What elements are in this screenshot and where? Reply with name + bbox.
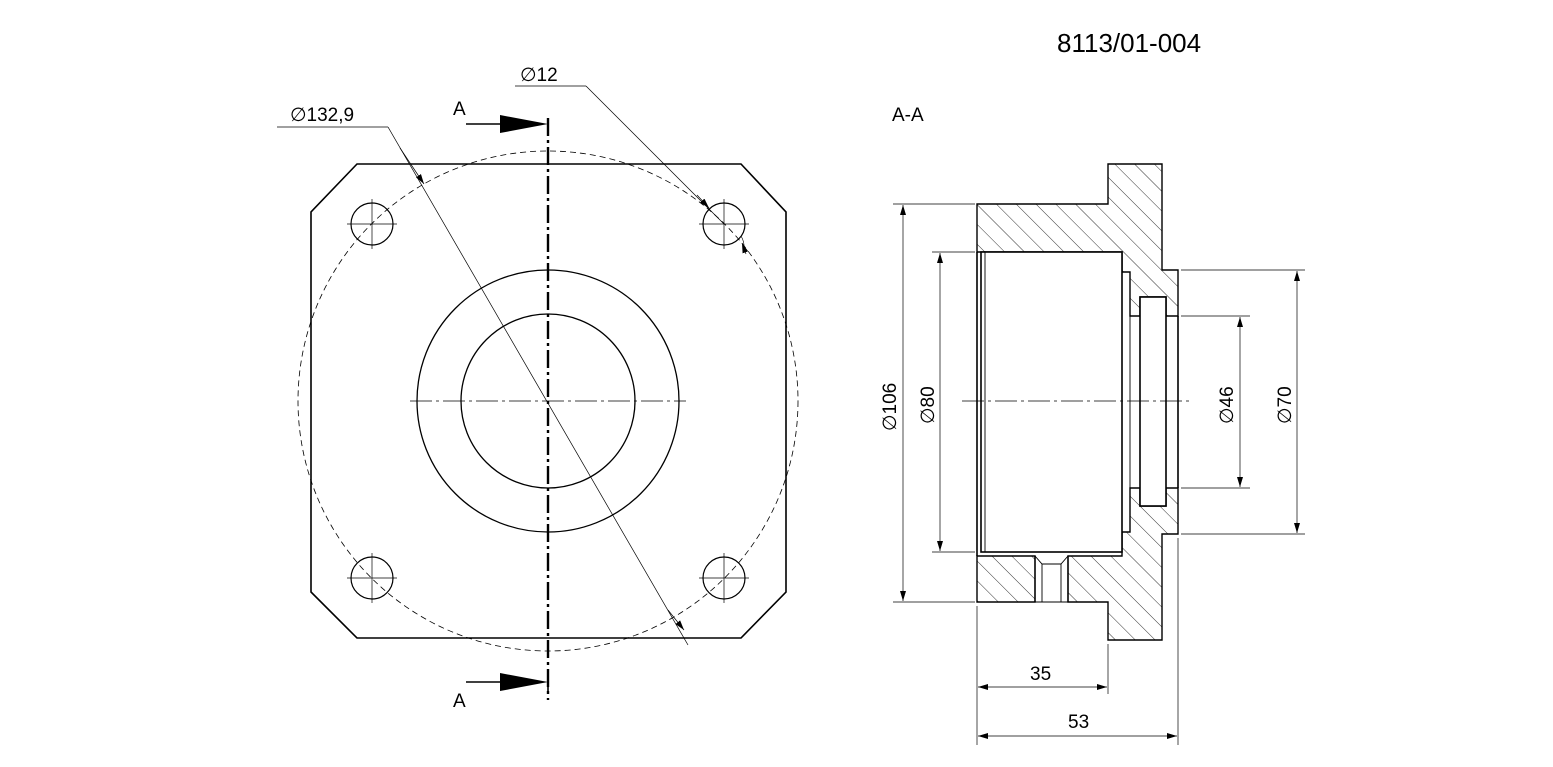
section-arrow-bottom [466, 673, 548, 691]
section-arrow-top [466, 115, 548, 133]
dimension-46-label: ∅46 [1217, 386, 1238, 424]
section-mark-top: A [453, 99, 466, 120]
section-hatch-lower [976, 555, 1036, 603]
groove [1139, 296, 1167, 507]
bolt-hole-bottom-right [699, 553, 749, 603]
inner-bore-section [980, 251, 1123, 553]
dimension-35: 35 [978, 664, 1107, 690]
drawing-number: 8113/01-004 [1057, 28, 1201, 58]
dimension-53-label: 53 [1068, 712, 1089, 733]
dimension-bolt-circle-label: ∅132,9 [290, 105, 354, 126]
dimension-80: ∅80 [918, 253, 943, 551]
dimension-70-label: ∅70 [1275, 386, 1296, 424]
dimension-35-label: 35 [1030, 664, 1051, 685]
dimension-hole: ∅12 [515, 65, 749, 255]
radial-hole [1034, 555, 1069, 603]
dimension-106-label: ∅106 [880, 383, 901, 431]
flange-outline [310, 163, 787, 639]
section-mark-bottom: A [453, 691, 466, 712]
dimension-bolt-circle: ∅132,9 [277, 105, 689, 646]
section-title: A-A [892, 105, 924, 126]
section-view: A-A [880, 105, 1305, 745]
dimension-80-label: ∅80 [918, 386, 939, 424]
dimension-53: 53 [978, 712, 1177, 739]
dimension-106: ∅106 [880, 205, 906, 601]
dimension-46: ∅46 [1217, 317, 1243, 487]
bolt-hole-top-left [347, 199, 397, 249]
front-view: A A ∅132,9 ∅12 [277, 65, 799, 712]
dimension-hole-label: ∅12 [520, 65, 558, 86]
bolt-hole-bottom-left [347, 553, 397, 603]
dimension-70: ∅70 [1275, 271, 1300, 533]
